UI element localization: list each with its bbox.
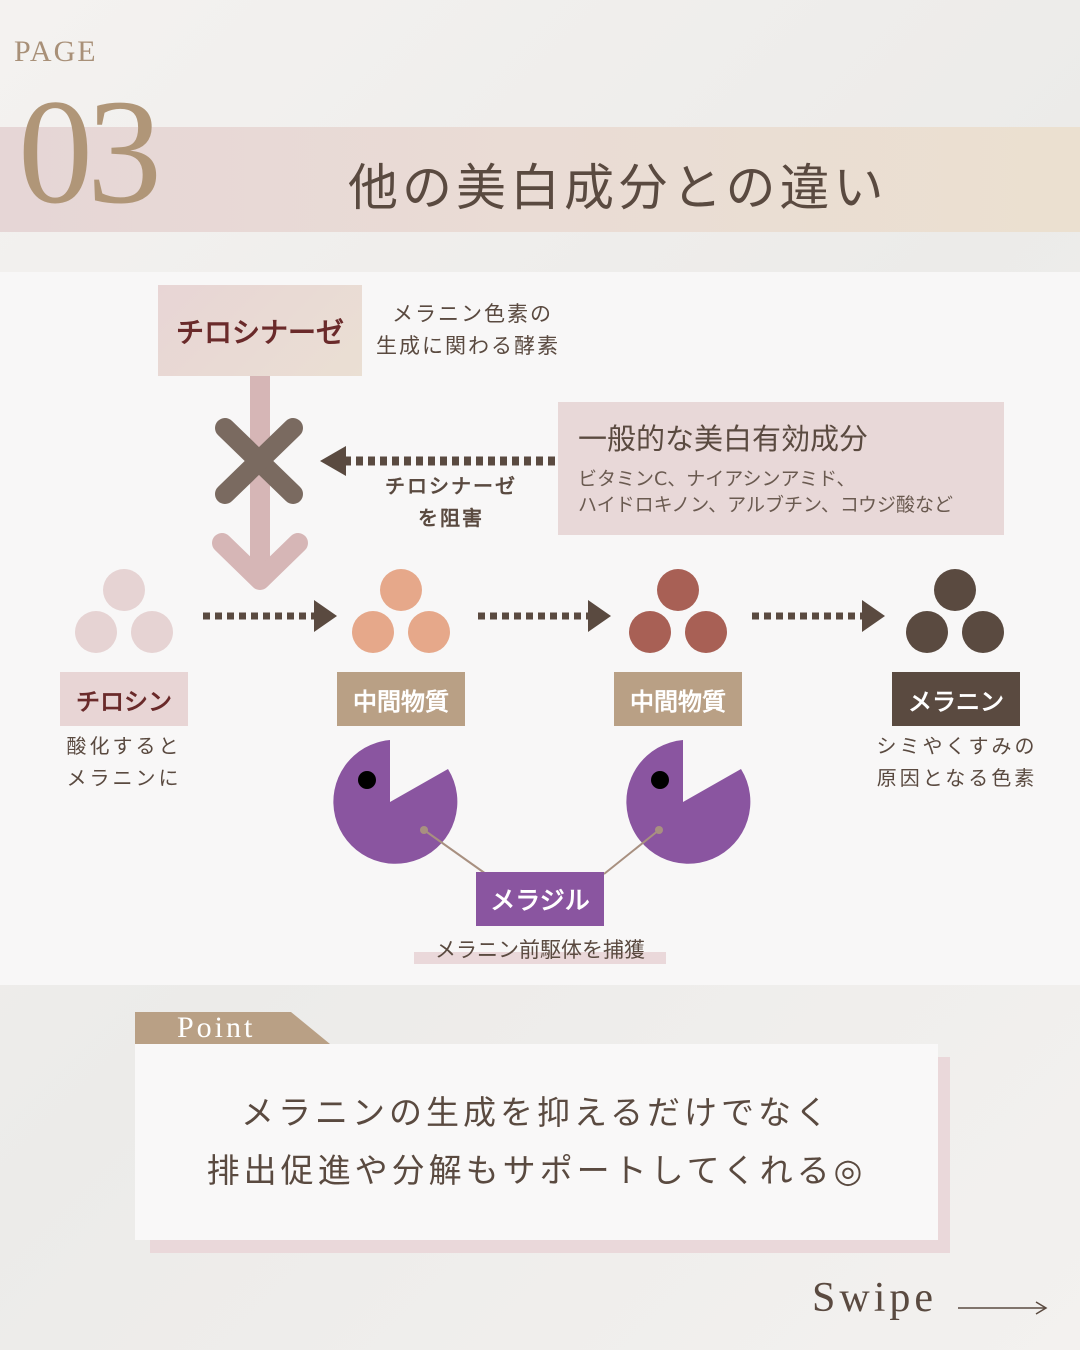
inhibit-line: を阻害 [418,506,484,530]
molecule-melanin [906,569,1004,653]
general-line: ハイドロキノン、アルブチン、コウジ酸など [578,494,954,516]
stage-label-intermediate: 中間物質 [337,672,465,726]
pacman-icon [333,740,487,875]
stage-label-tyrosine: チロシン [60,672,188,726]
down-arrow [212,376,308,590]
pacman-icon [603,740,751,875]
stage-label-intermediate: 中間物質 [614,672,742,726]
arrow-right-icon[interactable] [958,1300,1050,1316]
page-number: 03 [18,69,162,235]
enzyme-desc-line: 生成に関わる酵素 [376,334,560,358]
tyrosine-description: 酸化すると メラニンに [44,730,204,794]
point-tab: Point [135,1012,330,1044]
flow-arrows [203,600,885,632]
desc-line: 原因となる色素 [876,766,1038,790]
molecule-intermediate-2 [629,569,727,653]
x-mark-icon [215,418,303,504]
melasil-label: メラジル [476,872,604,926]
swipe-label[interactable]: Swipe [812,1275,937,1321]
inhibit-line: チロシナーゼ [385,474,517,498]
diagram-panel [0,272,1080,985]
inhibit-arrow [320,446,555,476]
general-title: 一般的な美白有効成分 [578,422,869,456]
general-ingredients-box: 一般的な美白有効成分 ビタミンC、ナイアシンアミド、 ハイドロキノン、アルブチン… [558,402,1004,535]
point-line: メラニンの生成を抑えるだけでなく [240,1093,832,1132]
point-line: 排出促進や分解もサポートしてくれる◎ [206,1151,867,1190]
enzyme-desc-line: メラニン色素の [392,302,553,326]
diagram-graphics [75,376,1004,875]
desc-line: 酸化すると [66,734,182,758]
desc-line: シミやくすみの [876,734,1038,758]
inhibit-label: チロシナーゼ を阻害 [376,470,526,534]
general-line: ビタミンC、ナイアシンアミド、 [578,468,856,490]
enzyme-box: チロシナーゼ [158,285,362,376]
page-title: 他の美白成分との違い [348,159,888,217]
molecule-intermediate-1 [352,569,450,653]
point-box: メラニンの生成を抑えるだけでなく 排出促進や分解もサポートしてくれる◎ [135,1044,938,1240]
melanin-description: シミやくすみの 原因となる色素 [862,730,1052,794]
melasil-caption: メラニン前駆体を捕獲 [414,934,666,964]
stage-label-melanin: メラニン [892,672,1020,726]
enzyme-description: メラニン色素の 生成に関わる酵素 [376,298,560,362]
desc-line: メラニンに [66,766,182,790]
page-label: PAGE [14,35,98,68]
molecule-tyrosine [75,569,173,653]
title-band [0,127,1080,232]
